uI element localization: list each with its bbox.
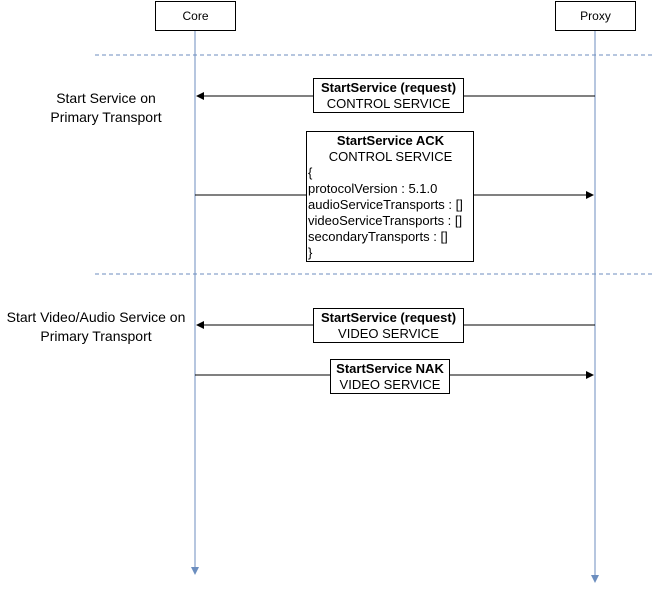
note-section1-line2: Primary Transport bbox=[50, 109, 162, 125]
msg-ack-control: StartService ACK CONTROL SERVICE { proto… bbox=[306, 131, 474, 262]
note-section2-line2: Primary Transport bbox=[40, 328, 152, 344]
participant-proxy-label: Proxy bbox=[580, 8, 611, 23]
msg-nak-video-service: VIDEO SERVICE bbox=[339, 377, 441, 392]
msg-start-video-service: VIDEO SERVICE bbox=[338, 326, 439, 341]
participant-core: Core bbox=[155, 1, 236, 31]
core-lifeline-arrowhead bbox=[191, 567, 199, 575]
note-section2: Start Video/Audio Service on Primary Tra… bbox=[0, 308, 192, 346]
msg-nak-video: StartService NAK VIDEO SERVICE bbox=[330, 359, 450, 394]
msg-start-control-service: CONTROL SERVICE bbox=[326, 96, 451, 111]
msg-ack-control-title: StartService ACK bbox=[336, 133, 445, 148]
msg-ack-control-service: CONTROL SERVICE bbox=[328, 149, 453, 164]
msg-start-control: StartService (request) CONTROL SERVICE bbox=[313, 78, 464, 113]
proxy-lifeline-arrowhead bbox=[591, 575, 599, 583]
msg-ack-control-body-line: audioServiceTransports : [] bbox=[308, 197, 463, 212]
msg-ack-control-body-line: videoServiceTransports : [] bbox=[308, 213, 463, 228]
participant-core-label: Core bbox=[182, 8, 209, 23]
arrow-start-video-head bbox=[196, 321, 204, 329]
msg-start-video: StartService (request) VIDEO SERVICE bbox=[313, 308, 464, 343]
arrow-ack-control-head bbox=[586, 191, 594, 199]
arrow-start-control-head bbox=[196, 92, 204, 100]
msg-ack-control-body-line: { bbox=[308, 165, 313, 180]
arrow-nak-video-head bbox=[586, 371, 594, 379]
note-section1: Start Service on Primary Transport bbox=[40, 89, 172, 127]
msg-start-video-title: StartService (request) bbox=[320, 310, 457, 325]
msg-start-control-title: StartService (request) bbox=[320, 80, 457, 95]
note-section2-line1: Start Video/Audio Service on bbox=[6, 309, 186, 325]
note-section1-line1: Start Service on bbox=[56, 90, 156, 106]
msg-nak-video-title: StartService NAK bbox=[336, 361, 444, 376]
participant-proxy: Proxy bbox=[555, 1, 636, 31]
msg-ack-control-body-line: } bbox=[308, 245, 313, 260]
msg-ack-control-body-line: protocolVersion : 5.1.0 bbox=[308, 181, 438, 196]
msg-ack-control-body-line: secondaryTransports : [] bbox=[308, 229, 448, 244]
